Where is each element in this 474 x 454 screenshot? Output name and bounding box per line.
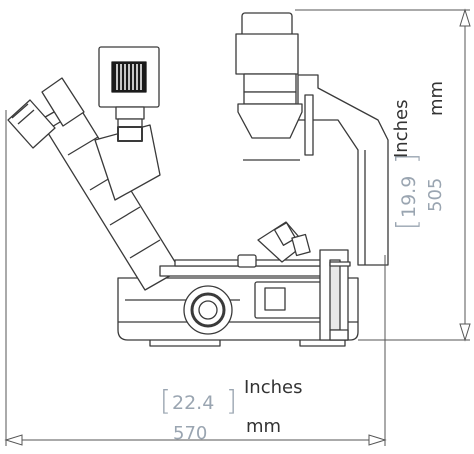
width-bracket-open: [ — [160, 384, 171, 417]
microscope-icon — [7, 12, 389, 347]
width-bracket-close: ] — [226, 384, 237, 417]
eyepiece-tube — [39, 99, 181, 291]
width-arrow-left-icon — [4, 434, 23, 446]
dimension-arrows — [4, 8, 471, 446]
height-bracket-close: ] — [390, 153, 423, 164]
stage-control — [237, 254, 257, 268]
height-unit-secondary: mm — [426, 81, 447, 116]
eyepiece-left — [7, 99, 56, 149]
dimension-lines — [5, 9, 470, 446]
base-feet — [149, 340, 346, 347]
height-arrow-top-icon — [459, 8, 471, 27]
focus-knob-inner — [198, 300, 218, 320]
height-label-group: [ 19.9 ] 505 Inches mm — [390, 81, 447, 230]
condenser — [237, 103, 303, 139]
width-unit-secondary: mm — [246, 416, 281, 437]
width-arrow-right-icon — [368, 434, 387, 446]
height-arrow-bottom-icon — [459, 323, 471, 342]
width-label-group: [ 22.4 ] 570 Inches mm — [160, 377, 302, 444]
width-value: 570 — [173, 423, 207, 444]
camera-adapter — [115, 106, 145, 120]
eyepiece-right — [41, 77, 85, 127]
height-bracket-open: [ — [390, 219, 423, 230]
height-unit-primary: Inches — [391, 100, 412, 158]
width-unit-primary: Inches — [244, 377, 302, 398]
height-value: 505 — [425, 178, 446, 212]
width-bracket-value: 22.4 — [172, 392, 214, 414]
height-bracket-value: 19.9 — [398, 176, 420, 218]
